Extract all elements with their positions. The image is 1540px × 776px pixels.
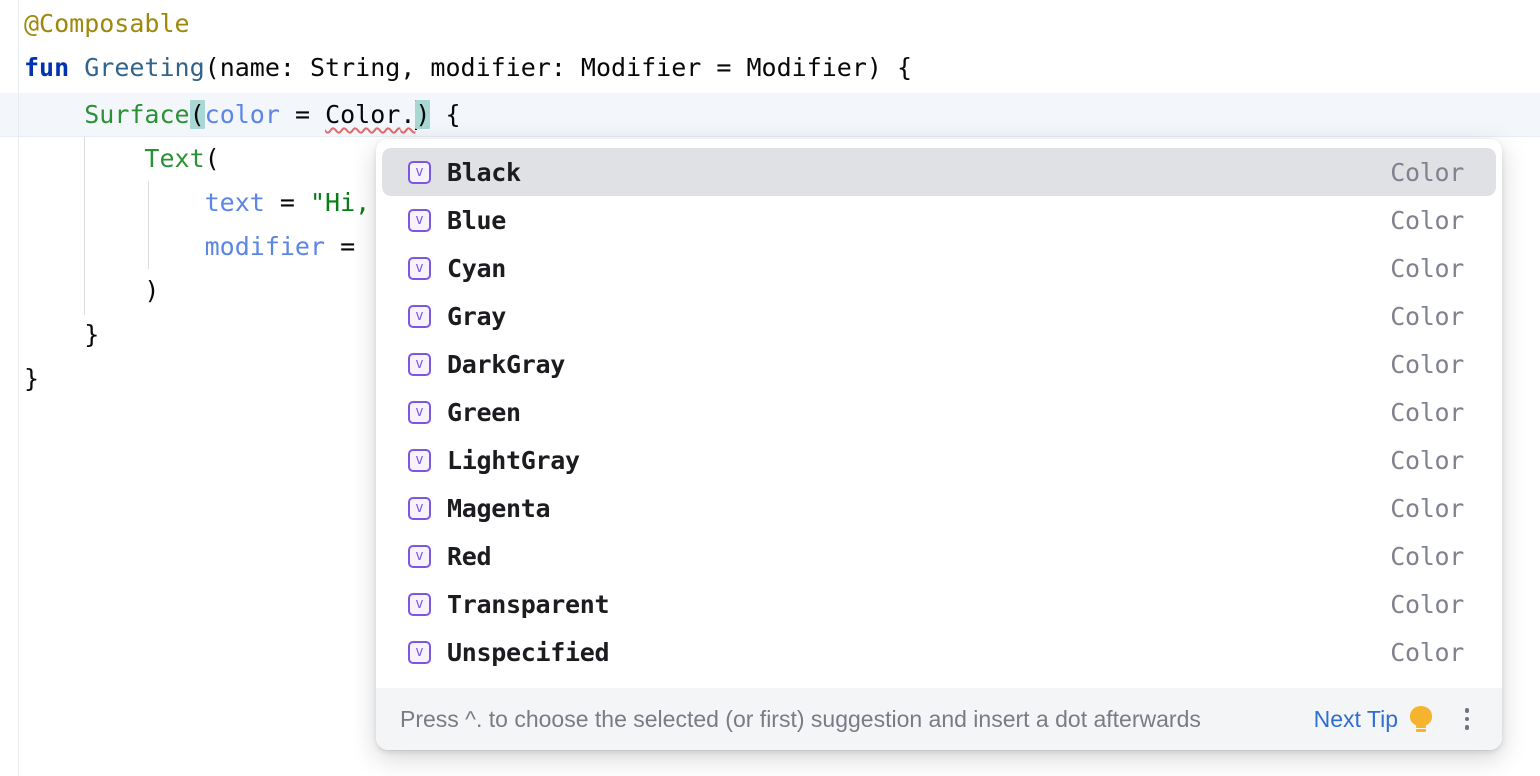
value-icon: v bbox=[408, 256, 431, 280]
token-annotation: @Composable bbox=[24, 9, 190, 38]
token-text-call: Text bbox=[144, 144, 205, 173]
value-icon: v bbox=[408, 448, 431, 472]
token-receiver-color: Color bbox=[325, 100, 401, 129]
completion-item[interactable]: v Green Color bbox=[382, 388, 1496, 436]
completion-item-label: Unspecified bbox=[447, 637, 610, 667]
completion-item-label: Cyan bbox=[447, 253, 507, 283]
completion-item[interactable]: v Magenta Color bbox=[382, 484, 1496, 532]
token-equals-1: = bbox=[279, 100, 326, 129]
completion-item[interactable]: v Cyan Color bbox=[382, 244, 1496, 292]
value-icon: v bbox=[408, 160, 431, 184]
token-text-open-paren: ( bbox=[204, 144, 220, 173]
completion-item-label: Transparent bbox=[447, 589, 610, 619]
token-brace-open: { bbox=[430, 100, 461, 129]
token-brace-outer: } bbox=[24, 364, 40, 393]
code-line-text-arg: text = "Hi, bbox=[24, 181, 371, 225]
completion-hint-bar: Press ^. to choose the selected (or firs… bbox=[376, 688, 1502, 750]
value-icon: v bbox=[408, 592, 431, 616]
token-dot: . bbox=[400, 100, 416, 129]
completion-item-label: Blue bbox=[447, 205, 507, 235]
lightbulb-icon bbox=[1410, 706, 1432, 732]
code-line-annotation: @Composable bbox=[24, 2, 190, 46]
indent-guide-level1 bbox=[84, 137, 85, 315]
token-brace-inner: } bbox=[24, 320, 100, 349]
token-arg-text-value: "Hi, bbox=[310, 188, 371, 217]
completion-item[interactable]: v Blue Color bbox=[382, 196, 1496, 244]
completion-item-label: DarkGray bbox=[447, 349, 566, 379]
value-icon: v bbox=[408, 496, 431, 520]
completion-item-label: Black bbox=[447, 157, 521, 187]
current-line-border-bottom bbox=[0, 136, 1540, 137]
editor-gutter-divider bbox=[18, 0, 19, 776]
value-icon: v bbox=[408, 544, 431, 568]
completion-item[interactable]: v Unspecified Color bbox=[382, 628, 1496, 676]
code-line-fun-signature: fun Greeting(name: String, modifier: Mod… bbox=[24, 46, 912, 90]
token-signature-rest: (name: String, modifier: Modifier = Modi… bbox=[204, 53, 913, 82]
token-arg-text-eq: = bbox=[264, 188, 310, 217]
completion-item-type: Color bbox=[1390, 253, 1464, 283]
token-space-1 bbox=[69, 53, 84, 82]
completion-item-type: Color bbox=[1390, 493, 1464, 523]
completion-item[interactable]: v Gray Color bbox=[382, 292, 1496, 340]
code-line-text-open: Text( bbox=[24, 137, 220, 181]
completion-item-type: Color bbox=[1390, 397, 1464, 427]
completion-item-label: Gray bbox=[447, 301, 507, 331]
token-surface-call: Surface bbox=[84, 100, 190, 129]
code-line-modifier-arg: modifier = bbox=[24, 225, 370, 269]
completion-item-type: Color bbox=[1390, 637, 1464, 667]
completion-item-type: Color bbox=[1390, 157, 1464, 187]
value-icon: v bbox=[408, 352, 431, 376]
token-arg-modifier-eq: = bbox=[325, 232, 371, 261]
completion-item[interactable]: v Black Color bbox=[382, 148, 1496, 196]
code-line-text-close: ) bbox=[24, 269, 159, 313]
token-matching-paren-close: ) bbox=[415, 100, 431, 129]
value-icon: v bbox=[408, 400, 431, 424]
token-text-close-paren: ) bbox=[24, 276, 160, 305]
token-arg-indent-1 bbox=[24, 188, 205, 217]
token-arg-modifier-name: modifier bbox=[204, 232, 326, 261]
completion-item[interactable]: v Red Color bbox=[382, 532, 1496, 580]
kebab-menu-icon[interactable] bbox=[1458, 706, 1476, 732]
completion-item[interactable]: v Transparent Color bbox=[382, 580, 1496, 628]
token-named-arg-color: color bbox=[204, 100, 280, 129]
completion-item-label: Magenta bbox=[447, 493, 551, 523]
token-text-indent bbox=[24, 144, 144, 173]
completion-item-type: Color bbox=[1390, 349, 1464, 379]
code-line-brace-outer: } bbox=[24, 357, 39, 401]
completion-item-type: Color bbox=[1390, 589, 1464, 619]
completion-item-type: Color bbox=[1390, 301, 1464, 331]
completion-item-label: LightGray bbox=[447, 445, 580, 475]
value-icon: v bbox=[408, 304, 431, 328]
token-surface-indent bbox=[24, 100, 84, 129]
next-tip-link[interactable]: Next Tip bbox=[1313, 705, 1398, 732]
token-matching-paren-open: ( bbox=[189, 100, 205, 129]
current-line-highlight bbox=[0, 93, 1540, 137]
completion-item[interactable]: v DarkGray Color bbox=[382, 340, 1496, 388]
value-icon: v bbox=[408, 208, 431, 232]
value-icon: v bbox=[408, 640, 431, 664]
token-function-name: Greeting bbox=[84, 53, 205, 82]
completion-item-type: Color bbox=[1390, 445, 1464, 475]
completion-item-label: Red bbox=[447, 541, 492, 571]
token-keyword-fun: fun bbox=[24, 53, 70, 82]
completion-item-type: Color bbox=[1390, 205, 1464, 235]
completion-item-label: Green bbox=[447, 397, 521, 427]
code-line-surface: Surface(color = Color.) { bbox=[24, 93, 461, 137]
completion-item-type: Color bbox=[1390, 541, 1464, 571]
token-arg-text-name: text bbox=[204, 188, 265, 217]
indent-guide-level2 bbox=[148, 181, 149, 269]
hint-text: Press ^. to choose the selected (or firs… bbox=[400, 705, 1201, 732]
code-line-brace-inner: } bbox=[24, 313, 99, 357]
completion-item[interactable]: v LightGray Color bbox=[382, 436, 1496, 484]
token-arg-indent-2 bbox=[24, 232, 205, 261]
